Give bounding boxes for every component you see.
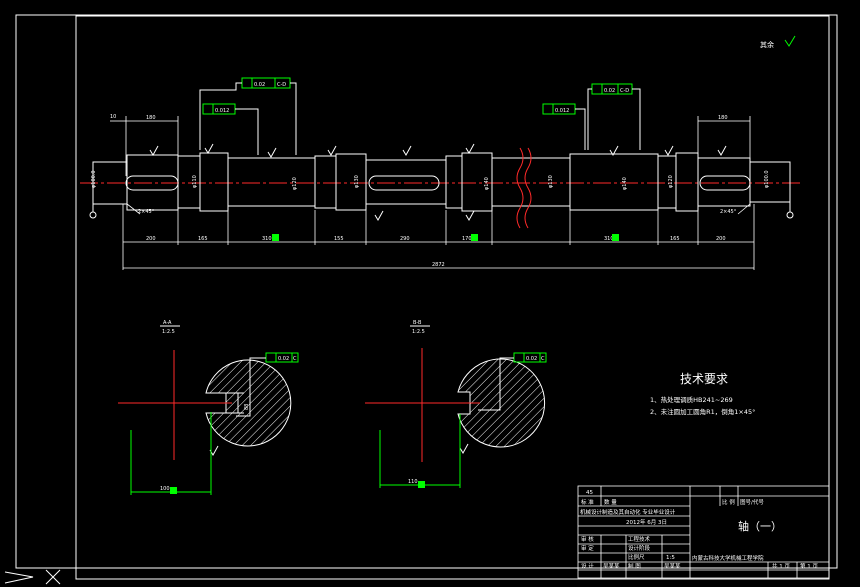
- section1-tol-datum: C: [293, 356, 297, 362]
- tb-ratio-hdr: 比 例: [722, 498, 735, 506]
- section1-label: A-A: [163, 320, 172, 326]
- section2-label: B-B: [413, 320, 422, 326]
- main-dimensions: [110, 116, 755, 270]
- section2-tol-value: 0.02: [526, 356, 537, 362]
- dim-overall: 2872: [432, 262, 445, 268]
- tb-drawing-name: 吴某某: [664, 563, 681, 570]
- tb-approve-role: 设计阶段: [628, 544, 651, 552]
- roughness-symbol-icon: [784, 35, 796, 47]
- diameter-labels: φ100.0 φ100.0 φ110 φ120 φ130 φ140 φ130 φ…: [91, 170, 770, 190]
- dia-end-right: φ100.0: [764, 170, 770, 188]
- section1-scale: 1:2.5: [162, 329, 175, 335]
- tb-material: 45: [586, 490, 593, 496]
- dia-3: φ130: [354, 175, 360, 188]
- gtol-frames: 0.02 C-D 0.012 0.02 C-D 0.012: [199, 77, 641, 155]
- dim-seg-1: 200: [146, 236, 156, 242]
- section2-scale: 1:2.5: [412, 329, 425, 335]
- tb-drawing-label: 制 图: [628, 562, 641, 570]
- dim-marker: [272, 234, 279, 241]
- gtol-runout-right: 0.02 C-D: [587, 83, 641, 150]
- gtol-cyl-left-value: 0.012: [215, 108, 229, 114]
- section1-shape: [205, 359, 292, 447]
- dim-seg-6: 170: [462, 236, 472, 242]
- main-dimension-text: 180 180 10 2×45° 2×45° 200 165 310 155 2…: [110, 114, 737, 268]
- tech-req-title: 技术要求: [680, 372, 728, 386]
- gtol-cyl-left: 0.012: [202, 103, 259, 155]
- tb-organization: 内蒙古科技大学机械工程学院: [692, 554, 764, 562]
- section2-tol-datum: C: [541, 356, 545, 362]
- gtol-runout-right-datum: C-D: [620, 88, 629, 94]
- roughness-note: 其余: [760, 40, 774, 49]
- dim-marker: [471, 234, 478, 241]
- dim-seg-9: 200: [716, 236, 726, 242]
- dia-5: φ130: [548, 175, 554, 188]
- dim-seg-8: 165: [670, 236, 680, 242]
- dim-chamfer-right: 2×45°: [720, 209, 737, 215]
- dim-left-top-small: 10: [110, 114, 116, 120]
- tb-drawing-no-hdr: 图号/代号: [740, 498, 764, 506]
- tb-sheet-no: 第 1 页: [800, 562, 818, 570]
- section1-tol-value: 0.02: [278, 356, 289, 362]
- section2-width-dim: 110: [408, 479, 418, 485]
- dim-seg-3: 310: [262, 236, 272, 242]
- gtol-runout-left-value: 0.02: [254, 82, 265, 88]
- dim-seg-2: 165: [198, 236, 208, 242]
- tb-designer-name: 吴某某: [603, 563, 620, 570]
- tb-date: 2012年 6月 3日: [626, 518, 667, 526]
- dia-1: φ110: [192, 175, 198, 188]
- tb-part-name: 轴（一）: [738, 519, 782, 533]
- dim-seg-5: 290: [400, 236, 410, 242]
- gtol-runout-left: 0.02 C-D: [199, 77, 297, 155]
- tech-req-item-1: 1、热处理调质HB241~269: [650, 395, 733, 404]
- keyway-left: [125, 175, 179, 191]
- tech-req-item-2: 2、未注圆加工圆角R1，倒角1×45°: [650, 407, 755, 416]
- dia-7: φ120: [668, 175, 674, 188]
- dia-4: φ140: [484, 177, 490, 190]
- tb-check-role: 工程技术: [628, 535, 651, 543]
- section1-width-dim: 100: [160, 486, 170, 492]
- section-view-2: B-B 1:2.5 0.02 C 110: [365, 320, 547, 488]
- title-block-text: 45 标 准 数 量 图号/代号 比 例 机械设计制造及其自动化 专业毕业设计 …: [580, 490, 818, 570]
- dim-keyway-right: 180: [718, 115, 728, 121]
- dim-chamfer-left: 2×45°: [138, 209, 155, 215]
- dim-seg-7: 310: [604, 236, 614, 242]
- technical-requirements: 技术要求 1、热处理调质HB241~269 2、未注圆加工圆角R1，倒角1×45…: [650, 372, 755, 416]
- tb-col-b: 数 量: [604, 498, 617, 506]
- section1-key-dim: 88: [244, 404, 250, 410]
- roughness-marks: [149, 143, 727, 221]
- tb-scale-label: 比例尺: [628, 553, 645, 561]
- tb-check-label: 审 核: [581, 535, 594, 543]
- tb-scale-value: 1:5: [666, 555, 675, 561]
- ucs-icon: [4, 569, 61, 585]
- tb-sheet-total: 共 1 页: [772, 562, 790, 570]
- outer-frame: [15, 14, 838, 569]
- section2-shape: [457, 358, 546, 448]
- dim-keyway-left: 180: [146, 115, 156, 121]
- gtol-runout-right-value: 0.02: [604, 88, 615, 94]
- section-view-1: A-A 1:2.5 0.02 C 88 100: [118, 320, 299, 495]
- dia-2: φ120: [292, 177, 298, 190]
- dim-marker: [170, 487, 177, 494]
- dia-6: φ140: [622, 177, 628, 190]
- keyway-middle: [368, 175, 440, 191]
- dia-end-left: φ100.0: [91, 170, 97, 188]
- dim-marker: [612, 234, 619, 241]
- shaft-main-view: [80, 147, 800, 229]
- tb-col-a: 标 准: [581, 498, 594, 506]
- tb-designer-label: 设 计: [581, 562, 594, 570]
- tb-school-line: 机械设计制造及其自动化 专业毕业设计: [580, 508, 676, 516]
- dim-marker: [418, 481, 425, 488]
- keyway-right: [699, 175, 751, 191]
- tb-approve-label: 审 定: [581, 544, 594, 552]
- gtol-cyl-right-value: 0.012: [555, 108, 569, 114]
- gtol-runout-left-datum: C-D: [277, 82, 286, 88]
- inner-frame: [75, 15, 830, 580]
- gtol-cyl-right: 0.012: [542, 103, 586, 150]
- title-block: [577, 485, 830, 579]
- dim-seg-4: 155: [334, 236, 344, 242]
